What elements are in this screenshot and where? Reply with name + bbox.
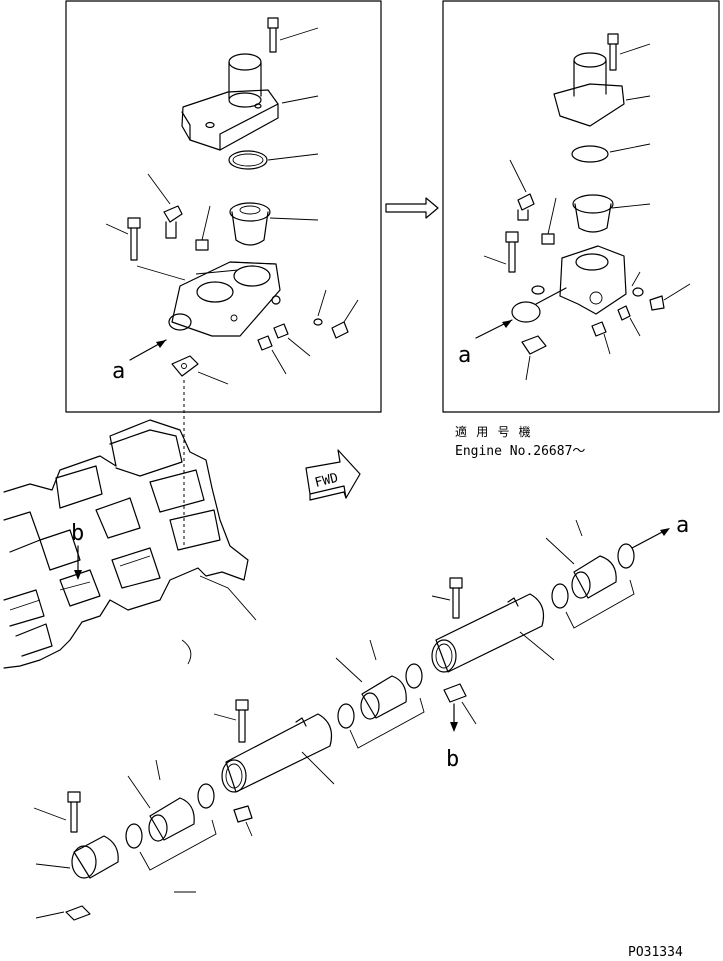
serial-note-line2: Engine No.26687～ <box>455 444 585 459</box>
bolt-top <box>267 17 319 53</box>
label-b-engine: b <box>71 521 84 546</box>
end-cap <box>33 791 119 921</box>
thermostat-cover-new <box>553 52 651 127</box>
detail-box-after: a <box>442 0 720 413</box>
thermostat-cover <box>181 53 279 151</box>
engine-block: b <box>3 419 257 669</box>
fwd-arrow: FWD <box>305 449 361 501</box>
sensor-plug <box>195 205 211 251</box>
serial-note-line1: 適 用 号 機 <box>455 424 532 439</box>
fwd-label: FWD <box>313 471 340 491</box>
gasket-ring <box>228 150 268 170</box>
bolt-left <box>105 217 186 281</box>
detail-box-before: a <box>65 0 382 413</box>
rubber-sleeve-3: a <box>545 513 689 629</box>
transition-arrow <box>385 197 439 219</box>
thermostat-housing-new <box>511 245 627 323</box>
label-a-left: a <box>112 359 125 384</box>
rubber-sleeve-2 <box>335 639 425 749</box>
label-b-pipe: b <box>446 747 459 772</box>
label-a-right: a <box>458 343 471 368</box>
water-pipe-1 <box>213 699 335 837</box>
washer-and-bolt <box>313 289 359 339</box>
label-a-pipe: a <box>676 513 689 538</box>
elbow-fitting <box>147 173 183 239</box>
flange-gasket <box>171 355 229 385</box>
thermostat <box>229 202 319 246</box>
thermostat-housing <box>168 261 281 337</box>
water-pipe-2: b <box>431 577 555 772</box>
rubber-sleeve-1 <box>125 759 217 871</box>
drawing-code: PO31334 <box>628 945 683 960</box>
